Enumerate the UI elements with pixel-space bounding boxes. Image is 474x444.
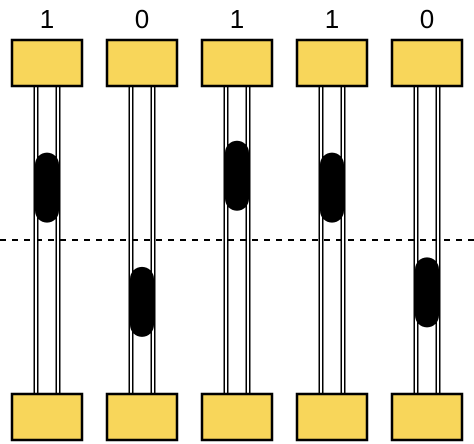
top-block <box>295 38 369 88</box>
bit-label: 0 <box>135 4 149 34</box>
top-block <box>105 38 179 88</box>
bottom-block <box>10 392 84 442</box>
bead <box>225 140 249 211</box>
bead <box>35 152 59 223</box>
bit-label: 1 <box>40 4 54 34</box>
bit-column-3: 1 <box>295 4 369 442</box>
bead <box>415 257 439 328</box>
bottom-block <box>390 392 464 442</box>
bit-column-1: 0 <box>105 4 179 442</box>
bead <box>130 266 154 337</box>
bit-column-4: 0 <box>390 4 464 442</box>
top-block <box>10 38 84 88</box>
top-block <box>200 38 274 88</box>
bit-label: 1 <box>230 4 244 34</box>
bead <box>320 152 344 223</box>
bottom-block <box>295 392 369 442</box>
bit-label: 0 <box>420 4 434 34</box>
top-block <box>390 38 464 88</box>
bit-column-2: 1 <box>200 4 274 442</box>
bit-column-0: 1 <box>10 4 84 442</box>
bottom-block <box>200 392 274 442</box>
bit-label: 1 <box>325 4 339 34</box>
bottom-block <box>105 392 179 442</box>
